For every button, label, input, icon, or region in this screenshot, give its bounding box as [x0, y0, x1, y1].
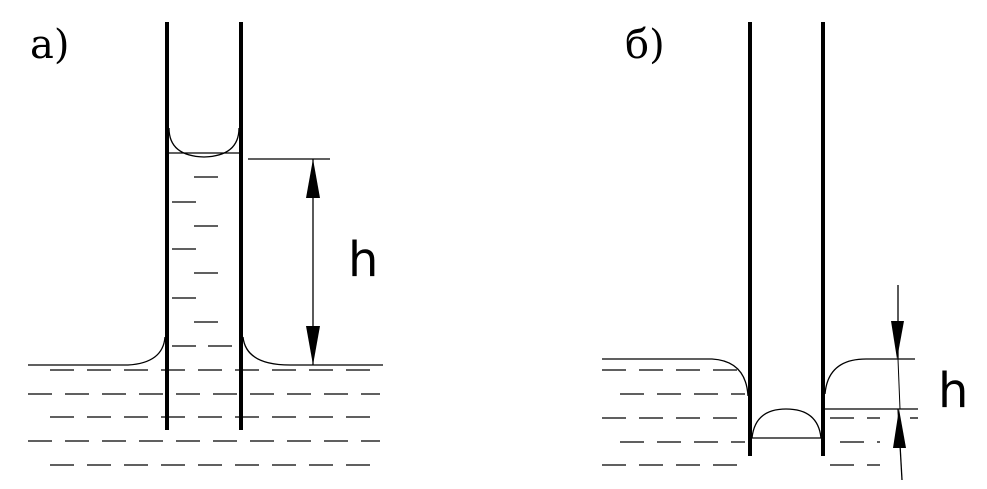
arrow-up-b — [893, 409, 906, 448]
panel-a-label: а) — [30, 22, 69, 68]
liquid-hatching-vessel-b-left — [602, 369, 745, 466]
panel-b: б) — [602, 22, 968, 481]
meniscus-a-concave — [168, 127, 240, 158]
liquid-hatching-vessel-b-right — [830, 417, 918, 466]
meniscus-b-convex — [751, 408, 822, 439]
height-label-a: h — [348, 232, 378, 288]
dimension-h-a: h — [248, 158, 378, 365]
outer-surface-b-right — [824, 358, 915, 395]
arrow-down-a — [306, 326, 320, 365]
outer-surface-a-right — [242, 336, 383, 366]
arrow-up-a — [306, 159, 320, 198]
arrow-down-b — [891, 321, 904, 359]
outer-surface-a-left — [28, 336, 166, 366]
panel-a: а) — [28, 22, 383, 466]
outer-surface-b-left — [602, 358, 749, 397]
height-label-b: h — [938, 363, 968, 419]
dimension-h-b: h — [825, 285, 968, 481]
panel-b-label: б) — [625, 22, 665, 68]
liquid-hatching-tube-a — [172, 176, 232, 347]
liquid-hatching-vessel-a — [28, 369, 380, 466]
dimension-line-b-middle — [897, 358, 901, 410]
